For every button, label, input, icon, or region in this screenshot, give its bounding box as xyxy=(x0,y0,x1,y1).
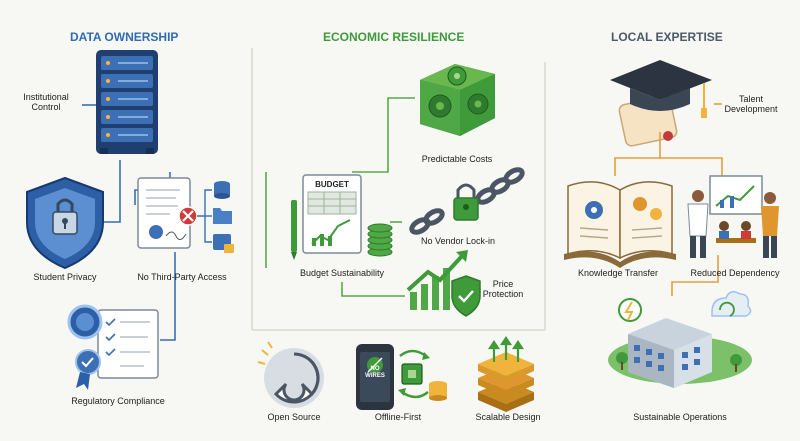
reduced-dependency-label: Reduced Dependency xyxy=(690,268,780,278)
graduation-cap-icon xyxy=(610,60,712,147)
campus-icon xyxy=(608,291,752,388)
economic-resilience-header: ECONOMIC RESILIENCE xyxy=(323,30,465,44)
sustainable-operations-label: Sustainable Operations xyxy=(633,412,727,422)
contract-block-icon xyxy=(137,177,234,253)
regulatory-compliance-label: Regulatory Compliance xyxy=(71,396,165,406)
broken-chain-icon xyxy=(409,167,525,235)
offline-device-icon xyxy=(356,344,447,410)
green-padlock-icon xyxy=(453,183,479,221)
open-source-icon xyxy=(257,341,324,408)
budget-sustainability-label: Budget Sustainability xyxy=(299,268,385,278)
open-book-icon xyxy=(564,181,676,268)
student-privacy-label: Student Privacy xyxy=(33,272,97,282)
knowledge-transfer-label: Knowledge Transfer xyxy=(577,268,659,278)
local-expertise-header: LOCAL EXPERTISE xyxy=(611,30,723,44)
open-source-label: Open Source xyxy=(267,412,321,422)
classroom-icon xyxy=(687,175,779,258)
growth-shield-icon xyxy=(406,250,481,317)
local-expertise-connectors xyxy=(614,103,723,296)
talent-development-label: Talent Development xyxy=(724,94,778,115)
predictable-costs-label: Predictable Costs xyxy=(421,154,493,164)
budget-sheet-icon xyxy=(291,174,393,260)
no-wires-text: NO WIRES xyxy=(365,366,385,379)
economic-connectors xyxy=(265,97,415,297)
shield-lock-icon xyxy=(26,176,104,270)
data-ownership-header: DATA OWNERSHIP xyxy=(70,30,179,44)
gear-block-icon xyxy=(420,64,495,136)
price-protection-label: Price Protection xyxy=(482,279,524,300)
offline-first-label: Offline-First xyxy=(374,412,422,422)
scalable-design-label: Scalable Design xyxy=(475,412,541,422)
no-vendor-lockin-label: No Vendor Lock-in xyxy=(420,236,496,246)
server-rack-icon xyxy=(96,50,158,154)
no-third-party-access-label: No Third-Party Access xyxy=(137,272,227,282)
stacked-layers-icon xyxy=(478,336,534,412)
institutional-control-label: Institutional Control xyxy=(23,92,69,113)
budget-word: BUDGET xyxy=(315,180,349,189)
compliance-document-icon xyxy=(67,304,159,390)
